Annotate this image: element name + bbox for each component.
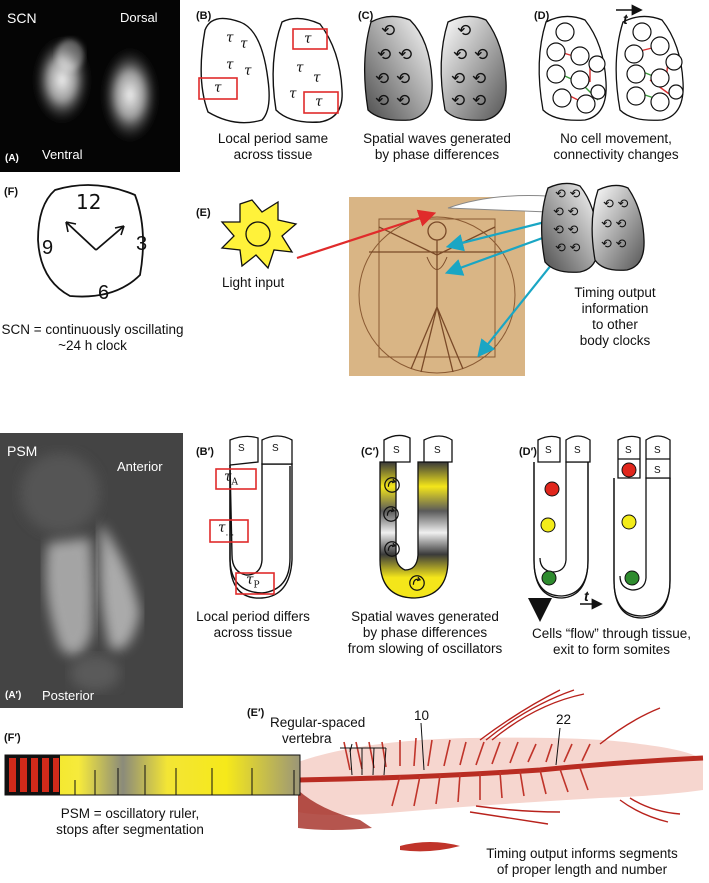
time-label: t (623, 11, 628, 27)
time-label: t (584, 588, 589, 604)
tau-symbol: τ (226, 30, 234, 46)
tau-symbol: τ (214, 80, 222, 96)
somite-label: S (654, 445, 661, 456)
tau-anterior: τA (224, 469, 238, 488)
panel-e-prime-caption: Timing output informs segments of proper… (486, 846, 678, 877)
anterior-label: Anterior (117, 459, 163, 474)
clock-numeral-3: 3 (136, 233, 148, 255)
regular-spaced-label: Regular-spaced vertebra (270, 715, 366, 746)
somite-label: S (434, 445, 441, 456)
timing-output-arrows (444, 220, 561, 358)
clock-numeral-6: 6 (98, 282, 110, 304)
somite-label: S (545, 445, 552, 456)
somite-label: S (393, 445, 400, 456)
clock-numeral-12: 12 (76, 190, 102, 214)
fish-skeleton-image (297, 689, 704, 852)
panel-tag-a: (A) (5, 153, 19, 164)
panel-b-prime-psm (209, 435, 293, 599)
tau-symbol: τ (313, 70, 321, 86)
panel-tag-f-prime: (F′) (4, 732, 21, 744)
panel-b-prime-caption: Local period differs across tissue (196, 609, 310, 640)
posterior-label: Posterior (42, 688, 95, 703)
psm-title: PSM (7, 443, 38, 459)
panel-b-caption: Local period same across tissue (217, 131, 329, 162)
tau-symbol: τ (226, 57, 234, 73)
tau-symbol: τ (315, 94, 323, 110)
panel-d-prime-psm (528, 435, 671, 622)
panel-c-prime-psm (379, 434, 453, 599)
panel-tag-b: (B) (196, 10, 212, 22)
panel-d-network (538, 4, 684, 121)
vertebra-number-10: 10 (414, 708, 430, 723)
clock-numeral-9: 9 (42, 237, 54, 259)
vertebra-number-22: 22 (556, 712, 572, 727)
psm-micrograph (0, 433, 183, 708)
panel-b-tissues (198, 17, 343, 124)
tau-posterior: τP (246, 572, 260, 591)
dorsal-label: Dorsal (120, 10, 158, 25)
panel-f-caption: SCN = continuously oscillating ~24 h clo… (1, 322, 184, 353)
sun-icon (220, 199, 298, 270)
panel-tag-e-prime: (E′) (247, 707, 265, 719)
panel-f-prime-caption: PSM = oscillatory ruler, stops after seg… (56, 806, 204, 837)
tau-symbol: τ (240, 36, 248, 52)
somite-label: S (272, 443, 279, 454)
panel-tag-d: (D) (534, 10, 550, 22)
tau-symbol: τ (296, 60, 304, 76)
light-input-arrow (296, 209, 437, 260)
scn-title: SCN (7, 10, 37, 26)
panel-tag-f: (F) (4, 186, 19, 198)
panel-d-caption: No cell movement, connectivity changes (553, 131, 679, 162)
somite-label: S (238, 443, 245, 454)
panel-tag-b-prime: (B′) (196, 446, 214, 458)
tau-symbol: τ (244, 63, 252, 79)
panel-c-prime-caption: Spatial waves generated by phase differe… (347, 609, 503, 656)
panel-tag-a-prime: (A′) (5, 690, 22, 701)
tau-middle: τ... (218, 520, 235, 539)
tau-symbol: τ (304, 31, 312, 47)
vitruvian-man-image (349, 197, 525, 376)
timing-output-label: Timing output information to other body … (574, 285, 656, 348)
panel-tag-c-prime: (C′) (361, 446, 379, 458)
panel-c-tissues (363, 15, 507, 121)
panel-c-caption: Spatial waves generated by phase differe… (363, 131, 511, 162)
light-input-label: Light input (222, 275, 285, 290)
tau-symbol: τ (289, 86, 297, 102)
vertebra-pointer-lines (340, 722, 561, 776)
somite-label: S (625, 445, 632, 456)
panel-e-tissues (540, 182, 645, 273)
panel-tag-d-prime: (D′) (519, 446, 537, 458)
ventral-label: Ventral (42, 147, 83, 162)
scn-micrograph (0, 0, 180, 172)
oscillatory-ruler (4, 754, 301, 796)
panel-tag-e: (E) (196, 207, 211, 219)
somite-label: S (574, 445, 581, 456)
panel-f-clock (37, 184, 144, 298)
panel-d-prime-caption: Cells “flow” through tissue, exit to for… (531, 626, 692, 657)
panel-tag-c: (C) (358, 10, 374, 22)
somite-label: S (654, 465, 661, 476)
